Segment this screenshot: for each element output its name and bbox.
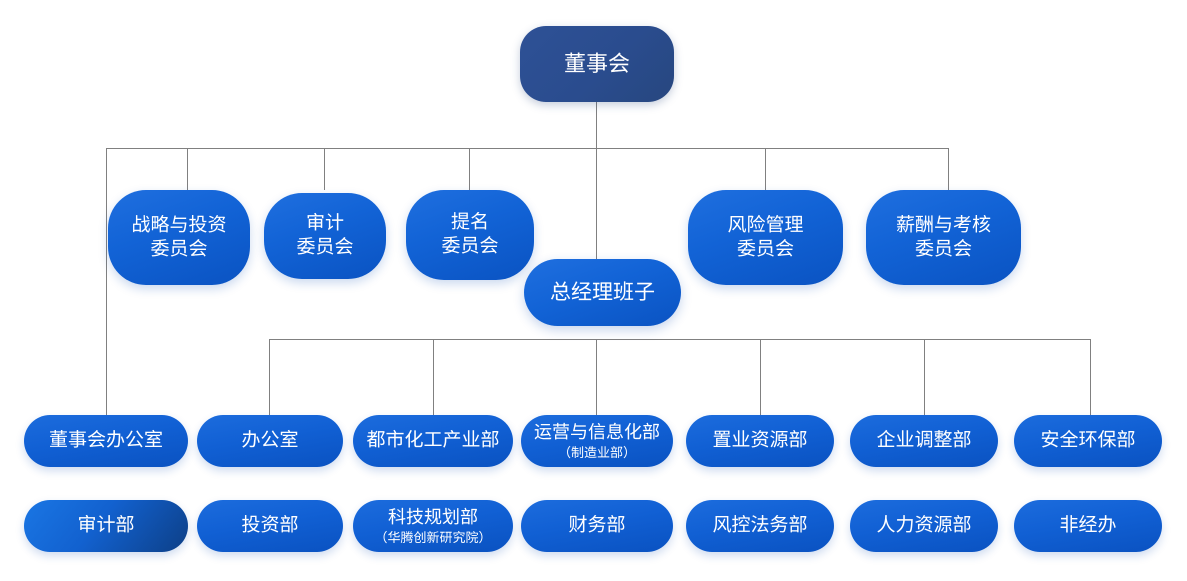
connector-drop-dept-6 xyxy=(1090,339,1091,416)
connector-drop-committee-4 xyxy=(948,148,949,190)
connector-drop-dept-2 xyxy=(433,339,434,416)
node-label: 科技规划部 xyxy=(388,507,478,528)
node-committee-risk-management[interactable]: 风险管理 委员会 xyxy=(688,190,843,285)
node-dept-enterprise-restructuring[interactable]: 企业调整部 xyxy=(850,415,998,467)
connector-drop-committee-0 xyxy=(187,148,188,190)
node-label: 企业调整部 xyxy=(876,430,972,452)
node-label: 董事会办公室 xyxy=(48,430,163,452)
node-label: 财务部 xyxy=(568,515,626,537)
node-general-manager-team[interactable]: 总经理班子 xyxy=(524,259,681,326)
node-label: 审计部 xyxy=(77,515,135,537)
node-sublabel: （华腾创新研究院） xyxy=(374,529,492,545)
node-label: 提名 xyxy=(450,212,489,234)
connector-drop-dept-1 xyxy=(269,339,270,416)
connector-drop-gm xyxy=(596,148,597,260)
node-label-line2: 委员会 xyxy=(914,238,972,260)
node-label: 人力资源部 xyxy=(876,515,972,537)
connector-drop-dept-3 xyxy=(596,339,597,416)
node-committee-compensation-assessment[interactable]: 薪酬与考核 委员会 xyxy=(866,190,1021,285)
node-label: 风险管理 xyxy=(727,214,804,236)
node-label-line2: 委员会 xyxy=(441,236,499,257)
node-dept-urban-chemical-industry[interactable]: 都市化工产业部 xyxy=(353,415,513,467)
node-label: 投资部 xyxy=(241,515,299,537)
node-board-of-directors[interactable]: 董事会 xyxy=(520,26,674,102)
node-dept-audit[interactable]: 审计部 xyxy=(24,500,188,552)
node-label-line2: 委员会 xyxy=(736,238,794,260)
node-label: 战略与投资 xyxy=(131,214,227,236)
node-label-line2: 委员会 xyxy=(296,237,354,258)
node-dept-board-office[interactable]: 董事会办公室 xyxy=(24,415,188,467)
node-label: 风控法务部 xyxy=(712,515,808,537)
node-label: 运营与信息化部 xyxy=(534,422,660,443)
node-label: 总经理班子 xyxy=(550,280,655,305)
node-sublabel: （制造业部） xyxy=(557,444,636,460)
connector-department-bus xyxy=(269,339,1091,340)
connector-drop-dept-5 xyxy=(924,339,925,416)
node-dept-property-resources[interactable]: 置业资源部 xyxy=(686,415,834,467)
node-committee-strategy-investment[interactable]: 战略与投资 委员会 xyxy=(108,190,250,285)
node-dept-office[interactable]: 办公室 xyxy=(197,415,343,467)
node-label: 都市化工产业部 xyxy=(366,430,500,452)
node-label: 董事会 xyxy=(563,51,630,77)
connector-drop-board-office xyxy=(106,148,107,416)
node-dept-finance[interactable]: 财务部 xyxy=(521,500,673,552)
connector-drop-committee-3 xyxy=(765,148,766,190)
node-dept-safety-environment[interactable]: 安全环保部 xyxy=(1014,415,1162,467)
node-dept-operations-informatization[interactable]: 运营与信息化部 （制造业部） xyxy=(521,415,673,467)
node-dept-risk-control-legal[interactable]: 风控法务部 xyxy=(686,500,834,552)
connector-drop-committee-1 xyxy=(324,148,325,190)
node-committee-audit[interactable]: 审计 委员会 xyxy=(264,193,386,279)
node-dept-technology-planning[interactable]: 科技规划部 （华腾创新研究院） xyxy=(353,500,513,552)
connector-board-stem xyxy=(596,100,597,148)
node-label-line2: 委员会 xyxy=(150,238,208,260)
node-label: 置业资源部 xyxy=(712,430,808,452)
node-label: 办公室 xyxy=(241,430,299,452)
node-label: 审计 xyxy=(305,213,344,235)
connector-drop-dept-4 xyxy=(760,339,761,416)
node-dept-non-operating-office[interactable]: 非经办 xyxy=(1014,500,1162,552)
node-committee-nomination[interactable]: 提名 委员会 xyxy=(406,190,534,280)
node-dept-human-resources[interactable]: 人力资源部 xyxy=(850,500,998,552)
node-label: 安全环保部 xyxy=(1040,430,1136,452)
connector-drop-committee-2 xyxy=(469,148,470,190)
connector-committee-bus xyxy=(106,148,949,149)
node-label: 非经办 xyxy=(1059,515,1117,537)
node-label: 薪酬与考核 xyxy=(895,214,991,236)
node-dept-investment[interactable]: 投资部 xyxy=(197,500,343,552)
